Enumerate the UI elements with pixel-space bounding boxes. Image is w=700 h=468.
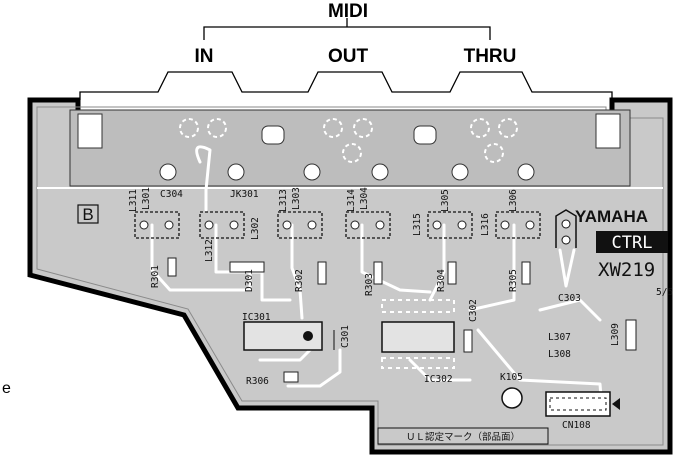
label-ic301: IC301 [242,312,271,323]
label-c301: C301 [340,325,351,348]
thru-heading: THRU [464,46,517,67]
label-l306: L306 [508,189,519,212]
label-l312: L312 [204,239,215,262]
label-l307: L307 [548,332,571,343]
din-connector-body [37,109,663,189]
l309-pad [625,319,637,351]
ic302-package [381,299,455,369]
label-ic302: IC302 [424,374,453,385]
label-l305: L305 [440,189,451,212]
cn108-connector [545,391,620,417]
ic301-package [243,321,335,351]
label-l314: L314 [346,189,357,212]
label-k105: K105 [500,372,523,383]
label-l301: L301 [141,187,152,210]
in-heading: IN [195,46,214,67]
midi-heading: MIDI [328,1,368,22]
label-l303: L303 [291,187,302,210]
label-l315: L315 [412,213,423,236]
part-number: XW219 [598,259,655,281]
label-l302: L302 [250,217,261,240]
label-c303: C303 [558,293,581,304]
label-l308: L308 [548,349,571,360]
coil-row [134,211,541,239]
out-heading: OUT [328,46,369,67]
label-l313: L313 [278,189,289,212]
label-r303: R303 [364,273,375,296]
c303-capacitor [555,209,577,288]
label-c304: C304 [160,189,183,200]
side-b-marker [77,204,99,224]
sheet-number: 5/5 [656,287,673,298]
label-c302: C302 [468,299,479,322]
ctrl-text: CTRL [612,233,653,253]
ctrl-badge [596,231,668,253]
label-d301: D301 [244,269,255,292]
label-l309: L309 [610,323,621,346]
side-note: e [2,380,11,397]
label-l316: L316 [480,213,491,236]
ul-note-box [377,427,549,445]
label-cn108: CN108 [562,420,591,431]
label-r301: R301 [150,265,161,288]
component-labels: L311 L301 C304 JK301 L302 L312 L313 L303… [128,187,621,431]
label-r305: R305 [508,269,519,292]
midi-bracket [79,18,613,100]
ul-note: ＵＬ認定マーク（部品面） [406,431,520,443]
label-l304: L304 [359,187,370,210]
label-jk301: JK301 [230,189,259,200]
label-r304: R304 [436,269,447,292]
resistor-pads [167,257,531,383]
label-l311: L311 [128,189,139,212]
yamaha-logo-text: YAMAHA [575,207,648,226]
k105-hole [501,387,523,409]
label-r306: R306 [246,376,269,387]
label-r302: R302 [294,269,305,292]
side-b-text: B [82,205,93,224]
